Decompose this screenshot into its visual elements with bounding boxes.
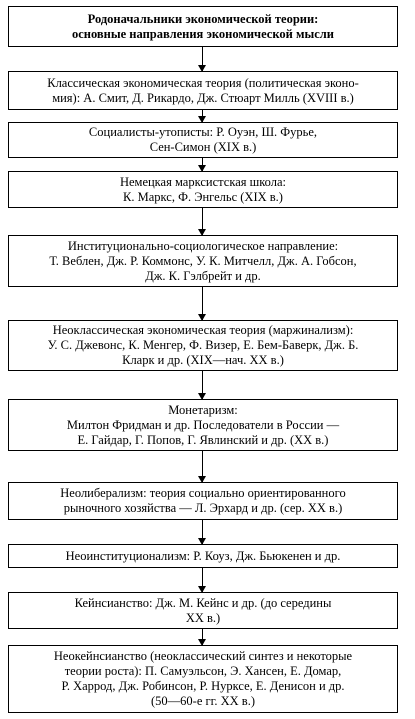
arrow-5 [198,371,206,400]
node-line: Дж. К. Гэлбрейт и др. [145,268,261,283]
node-line: Сен-Симон (XIX в.) [149,140,257,154]
arrow-1 [198,110,206,123]
node-line: Классическая экономическая теория (полит… [47,75,359,90]
node-line: Монетаризм: [168,402,238,417]
node-neoclassical: Неоклассическая экономическая теория (ма… [8,320,398,371]
node-line: Неолиберализм: теория социально ориентир… [60,486,346,500]
node-line: Кейнсианство: Дж. М. Кейнс и др. (до сер… [74,595,332,610]
node-marxist-school: Немецкая марксистская школа: К. Маркс, Ф… [8,171,398,208]
node-line: Социалисты-утописты: Р. Оуэн, Ш. Фурье, [88,125,318,139]
node-line: Институционально-социологическое направл… [67,238,339,253]
title-line-2: основные направления экономической мысли [71,26,335,41]
node-line: У. С. Джевонс, К. Менгер, Ф. Визер, Е. Б… [47,338,359,352]
node-line: XX в.) [185,610,221,625]
node-classical: Классическая экономическая теория (полит… [8,71,398,110]
arrow-4 [198,287,206,321]
arrow-8 [198,568,206,593]
node-line: рыночного хозяйства — Л. Эрхард и др. (с… [63,501,343,515]
arrow-6 [198,451,206,483]
arrow-3 [198,208,206,236]
node-keynesianism: Кейнсианство: Дж. М. Кейнс и др. (до сер… [8,592,398,629]
node-line: Т. Веблен, Дж. Р. Коммонс, У. К. Митчелл… [49,253,357,268]
title-line-1: Родоначальники экономической теории: [87,11,319,26]
arrow-7 [198,520,206,545]
node-utopian-socialists: Социалисты-утописты: Р. Оуэн, Ш. Фурье, … [8,122,398,158]
title-box: Родоначальники экономической теории: осн… [8,6,398,47]
arrow-0 [198,47,206,72]
node-line: Немецкая марксистская школа: [119,174,287,189]
arrow-2 [198,158,206,172]
node-neoinstitutionalism: Неоинституционализм: Р. Коуз, Дж. Бьюкен… [8,544,398,568]
node-neoliberalism: Неолиберализм: теория социально ориентир… [8,482,398,520]
node-line: Неоинституционализм: Р. Коуз, Дж. Бьюкен… [65,548,341,563]
node-line: Р. Харрод, Дж. Робинсон, Р. Нурксе, Е. Д… [61,679,345,693]
node-monetarism: Монетаризм: Милтон Фридман и др. Последо… [8,399,398,451]
node-line: мия): А. Смит, Д. Рикардо, Дж. Стюарт Ми… [52,90,354,105]
node-line: Неоклассическая экономическая теория (ма… [52,323,354,337]
node-line: (50—60-е гг. XX в.) [151,694,255,708]
node-line: теории роста): П. Самуэльсон, Э. Хансен,… [64,664,342,678]
node-line: Кларк и др. (XIX—нач. XX в.) [122,353,284,367]
node-line: К. Маркс, Ф. Энгельс (XIX в.) [123,189,283,204]
node-neokeynesianism: Неокейнсианство (неоклассический синтез … [8,645,398,713]
arrow-9 [198,629,206,646]
node-institutional: Институционально-социологическое направл… [8,235,398,287]
node-line: Е. Гайдар, Г. Попов, Г. Явлинский и др. … [77,432,329,447]
node-line: Милтон Фридман и др. Последователи в Рос… [66,417,340,432]
node-line: Неокейнсианство (неоклассический синтез … [53,649,353,663]
